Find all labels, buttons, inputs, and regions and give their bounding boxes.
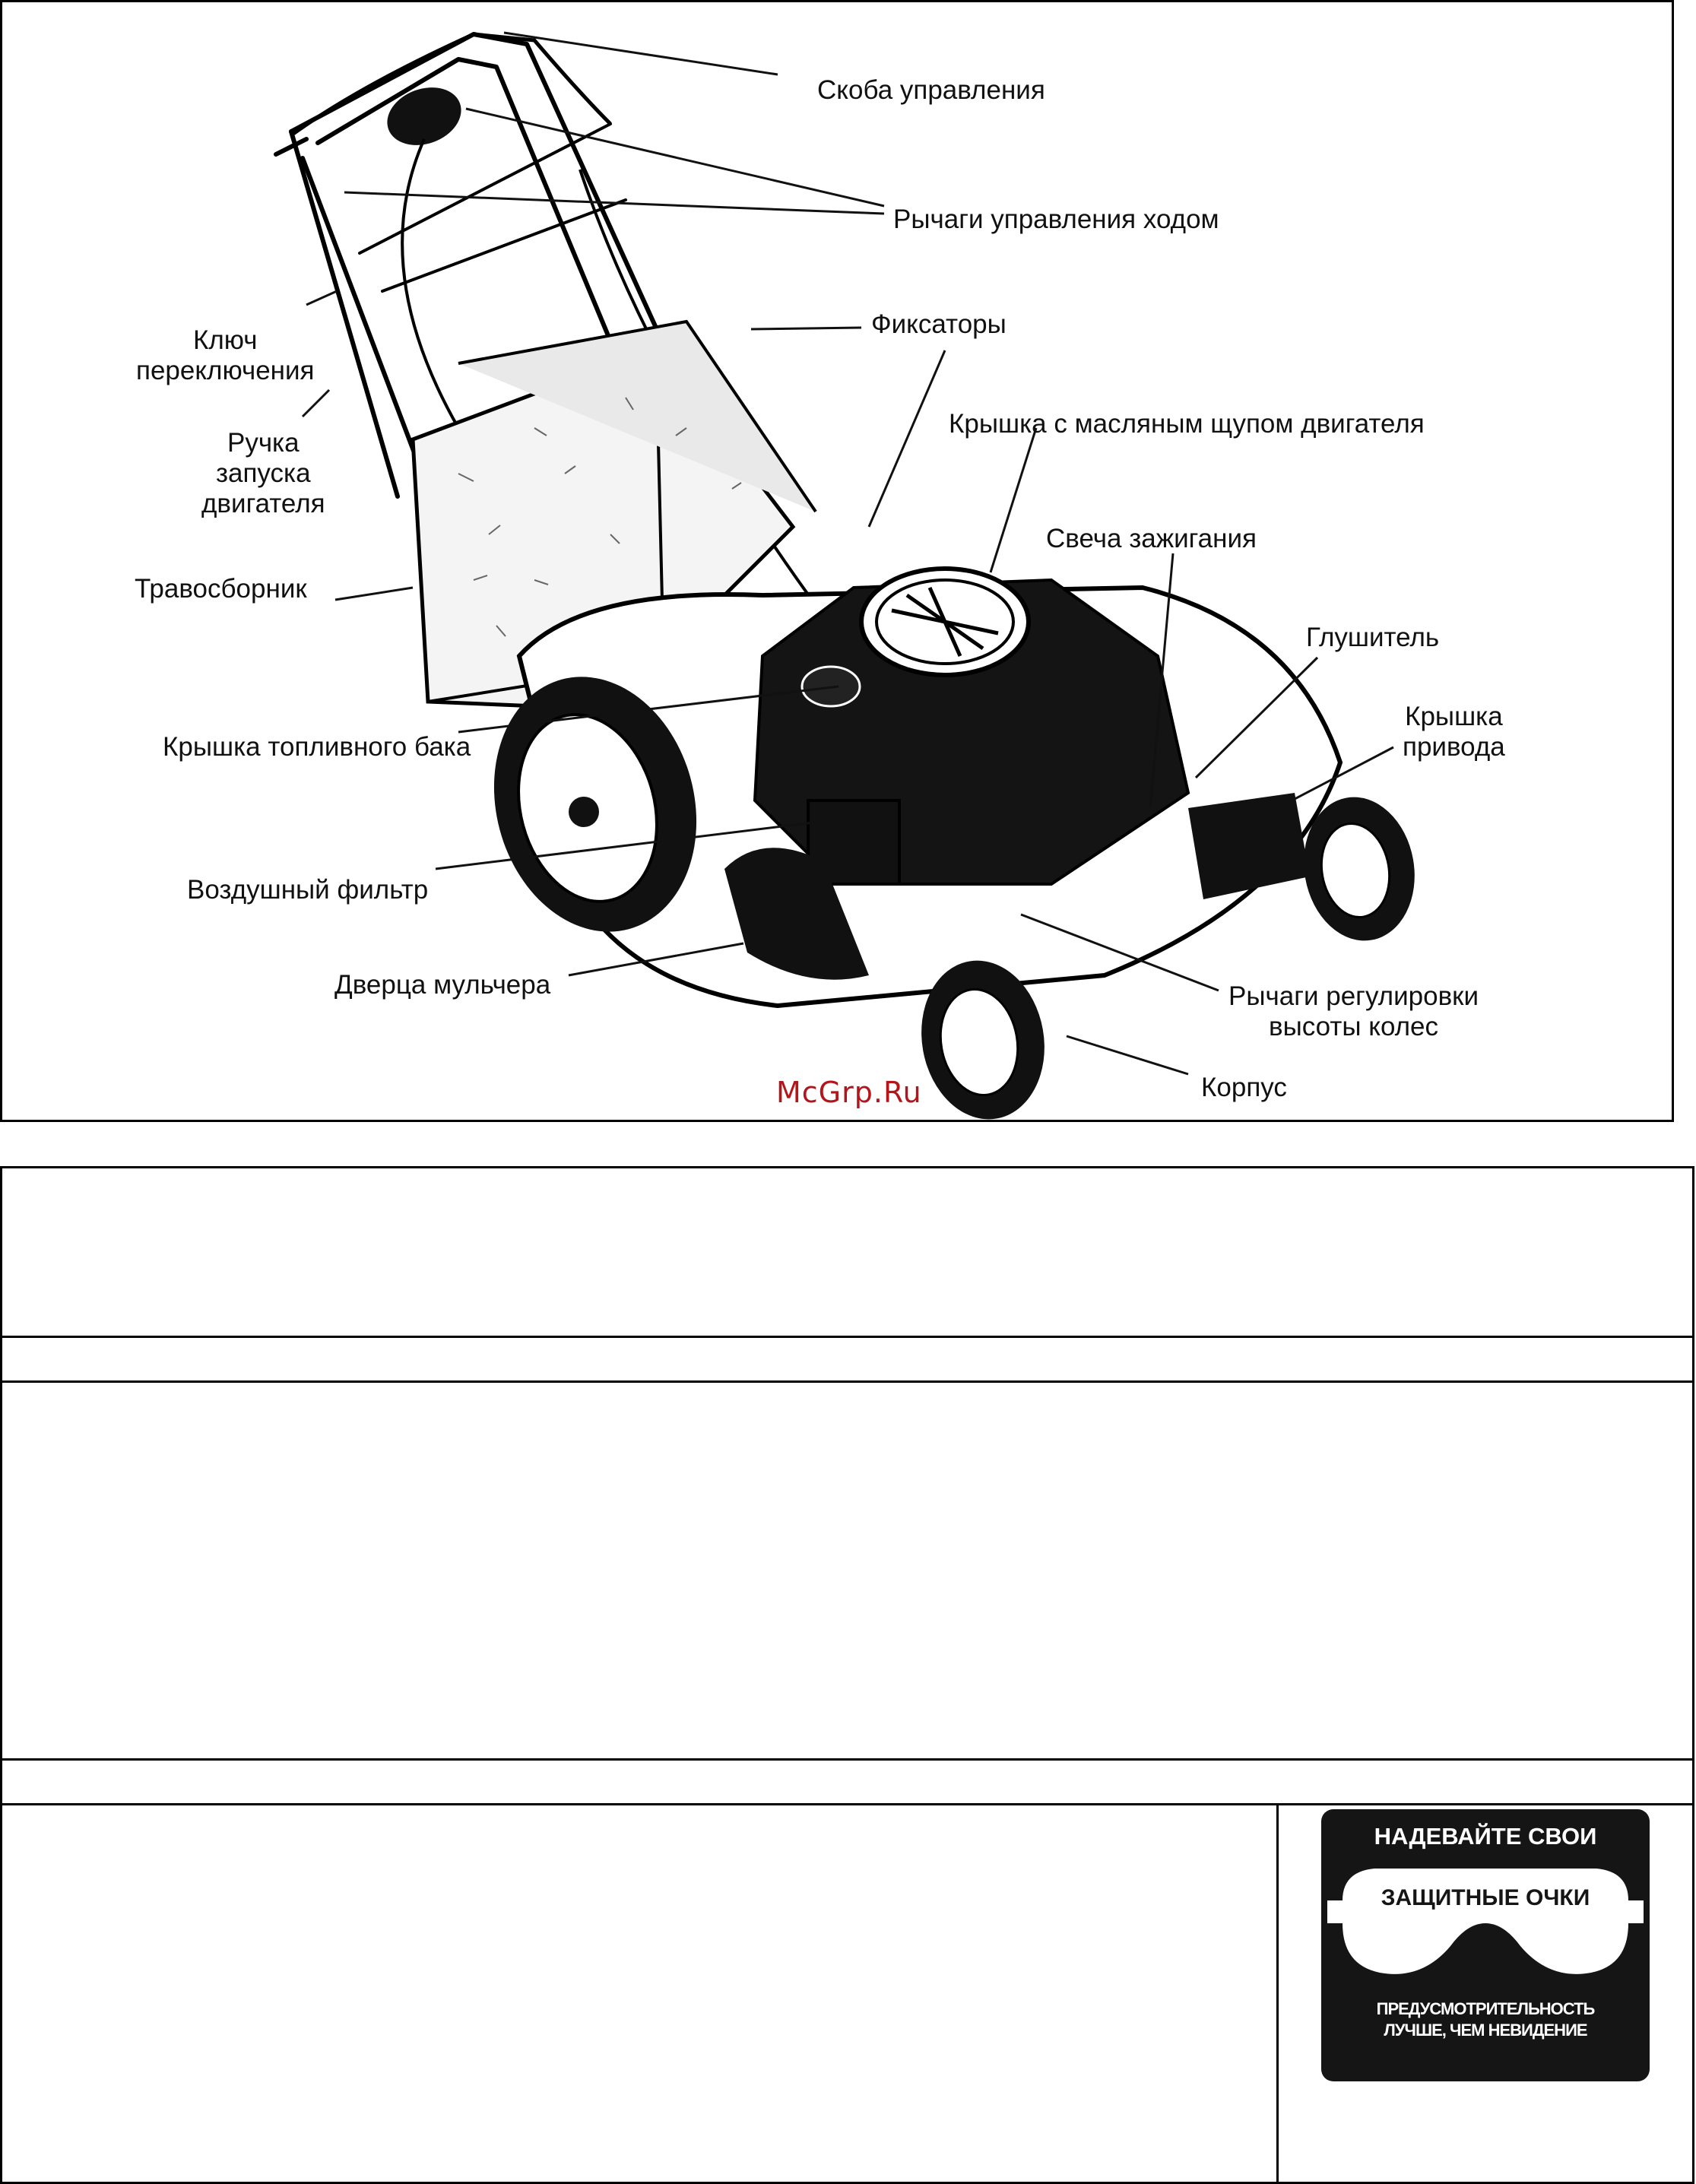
label-dipstick-cap: Крышка с масляным щупом двигателя [949, 409, 1425, 439]
column-divider [1276, 1805, 1279, 2182]
label-spark-plug: Свеча зажигания [1046, 524, 1257, 553]
sign-title: НАДЕВАЙТЕ СВОИ [1374, 1823, 1597, 1850]
label-control-bail: Скоба управления [817, 75, 1045, 105]
lawn-mower-figure: Скоба управления Рычаги управления ходом… [0, 0, 1674, 1122]
goggles-icon [1327, 1869, 1644, 1974]
lawn-mower-illustration [274, 31, 1415, 1120]
label-start-handle: Ручка запуска двигателя [201, 428, 325, 518]
label-drive-levers: Рычаги управления ходом [893, 204, 1219, 234]
sign-slogan-line1: ПРЕДУСМОТРИТЕЛЬНОСТЬ [1376, 1999, 1596, 2018]
table-row [0, 1166, 1694, 1338]
label-latches: Фиксаторы [871, 309, 1007, 339]
label-fuel-cap: Крышка топливного бака [163, 732, 471, 762]
sign-subtitle: ЗАЩИТНЫЕ ОЧКИ [1381, 1885, 1590, 1910]
label-key: Ключ переключения [136, 325, 315, 385]
label-muffler: Глушитель [1306, 623, 1440, 652]
label-mulch-door: Дверца мульчера [334, 970, 551, 1000]
safety-goggles-sign: НАДЕВАЙТЕ СВОИ ЗАЩИТНЫЕ ОЧКИ ПРЕДУСМОТРИ… [1321, 1809, 1650, 2081]
table-row [0, 1758, 1694, 1805]
table-row [0, 1336, 1694, 1383]
watermark: McGrp.Ru [776, 1076, 922, 1109]
label-air-filter: Воздушный фильтр [187, 875, 429, 905]
label-grass-bag: Травосборник [135, 574, 307, 604]
label-drive-cover: Крышка привода [1403, 702, 1505, 762]
sign-slogan-line2: ЛУЧШЕ, ЧЕМ НЕВИДЕНИЕ [1384, 2021, 1587, 2040]
label-height-levers: Рычаги регулировки высоты колес [1228, 981, 1479, 1041]
label-deck: Корпус [1201, 1073, 1287, 1102]
table-row [0, 1380, 1694, 1761]
